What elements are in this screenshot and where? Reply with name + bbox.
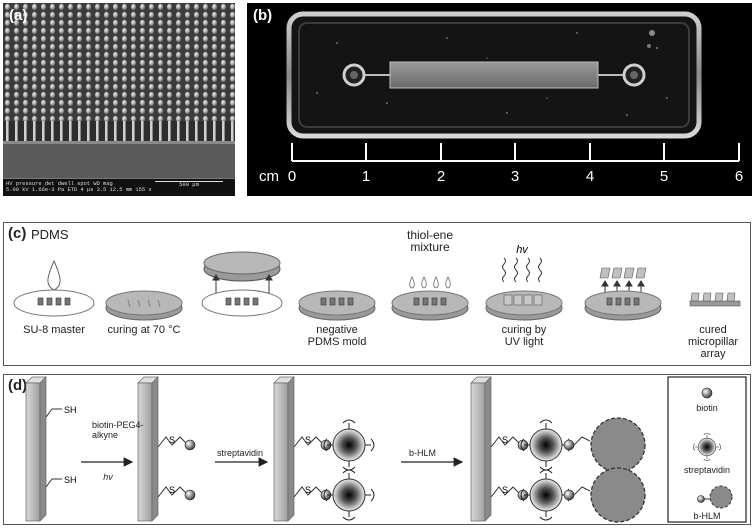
step-label-su8-master: SU-8 master	[23, 324, 85, 336]
ruler-tick-label: 1	[362, 168, 370, 185]
panel-b-chip-photo: cm 0 1 2 3 4 5 6 (b)	[247, 3, 752, 196]
step-label-pdms-mold: negative PDMS mold	[307, 324, 367, 348]
chip-channel	[389, 61, 599, 89]
sem-micropillar-image	[3, 3, 235, 196]
reagent-label-streptavidin: streptavidin	[217, 448, 264, 458]
su8-master	[13, 289, 95, 317]
cured-micropillar-array	[689, 292, 741, 307]
thioether-label: S	[305, 435, 311, 445]
thioether-label: S	[502, 435, 508, 445]
step-label-cured-array: cured micropillar array	[687, 324, 739, 360]
ruler-tick-label: 3	[511, 168, 519, 185]
curing-dish	[105, 290, 183, 316]
panel-a-sem-image: (a) HV pressure det dwell spot WD mag 5.…	[3, 3, 235, 196]
legend-streptavidin-label: streptavidin	[683, 465, 731, 475]
pdms-label: PDMS	[31, 227, 69, 242]
pdms-mold	[298, 290, 376, 316]
ruler-tick-label: 2	[437, 168, 445, 185]
ruler-tick-label: 0	[288, 168, 296, 185]
pdms-drop	[47, 259, 61, 291]
thioether-label: S	[169, 485, 175, 495]
sem-scale-bar: 500 μm	[155, 181, 223, 188]
functionalization-diagram: SH SH S S S S S S	[25, 376, 747, 523]
step-label-curing: curing at 70 °C	[107, 324, 181, 336]
panel-b-label: (b)	[253, 7, 273, 24]
legend-b-hlm-label: b-HLM	[693, 511, 721, 521]
sem-info-values: 5.00 kV 1.66e-3 Pa ETD 4 μs 3.5 12.5 mm …	[6, 187, 152, 193]
sem-info-bar: HV pressure det dwell spot WD mag 5.00 k…	[3, 178, 235, 196]
panel-a-label: (a)	[9, 7, 28, 24]
ruler-tick-label: 5	[660, 168, 668, 185]
reagent-label-b-hlm: b-HLM	[409, 448, 437, 458]
ruler-unit: cm	[259, 168, 279, 185]
panel-c-label: (c)	[8, 225, 27, 242]
b-hlm-particle	[590, 417, 646, 473]
sem-info-header: HV pressure det dwell spot WD mag	[6, 181, 113, 187]
panel-d-label: (d)	[8, 377, 28, 394]
legend-biotin-label: biotin	[696, 403, 718, 413]
thioether-label: S	[305, 485, 311, 495]
fabrication-diagram: hv	[13, 244, 741, 321]
thiol-ene-label: thiol-ene mixture	[406, 228, 454, 254]
peeled-pdms	[203, 251, 281, 275]
ruler	[291, 143, 740, 162]
reagent-label-biotin-peg4-alkyne: biotin-PEG4- alkyne	[92, 420, 144, 440]
hv-label: hv	[516, 244, 529, 256]
thioether-label: S	[502, 485, 508, 495]
step-label-uv-curing: curing by UV light	[501, 324, 547, 348]
sem-scale-label: 500 μm	[179, 181, 199, 188]
chip-photo: cm 0 1 2 3 4 5 6	[247, 3, 752, 196]
uv-light-waves	[502, 257, 542, 283]
thiol-label: SH	[64, 475, 77, 485]
panel-d-functionalization-scheme: (d)	[3, 374, 751, 525]
su8-master-2	[201, 289, 283, 317]
ruler-tick-label: 4	[586, 168, 594, 185]
ruler-tick-label: 6	[735, 168, 743, 185]
panel-c-fabrication-scheme: (c)	[3, 222, 751, 366]
thiol-ene-drops	[409, 276, 451, 289]
thiol-label: SH	[64, 405, 77, 415]
thioether-label: S	[169, 435, 175, 445]
reagent-label-hv: hv	[103, 472, 113, 482]
b-hlm-particle	[590, 467, 646, 523]
